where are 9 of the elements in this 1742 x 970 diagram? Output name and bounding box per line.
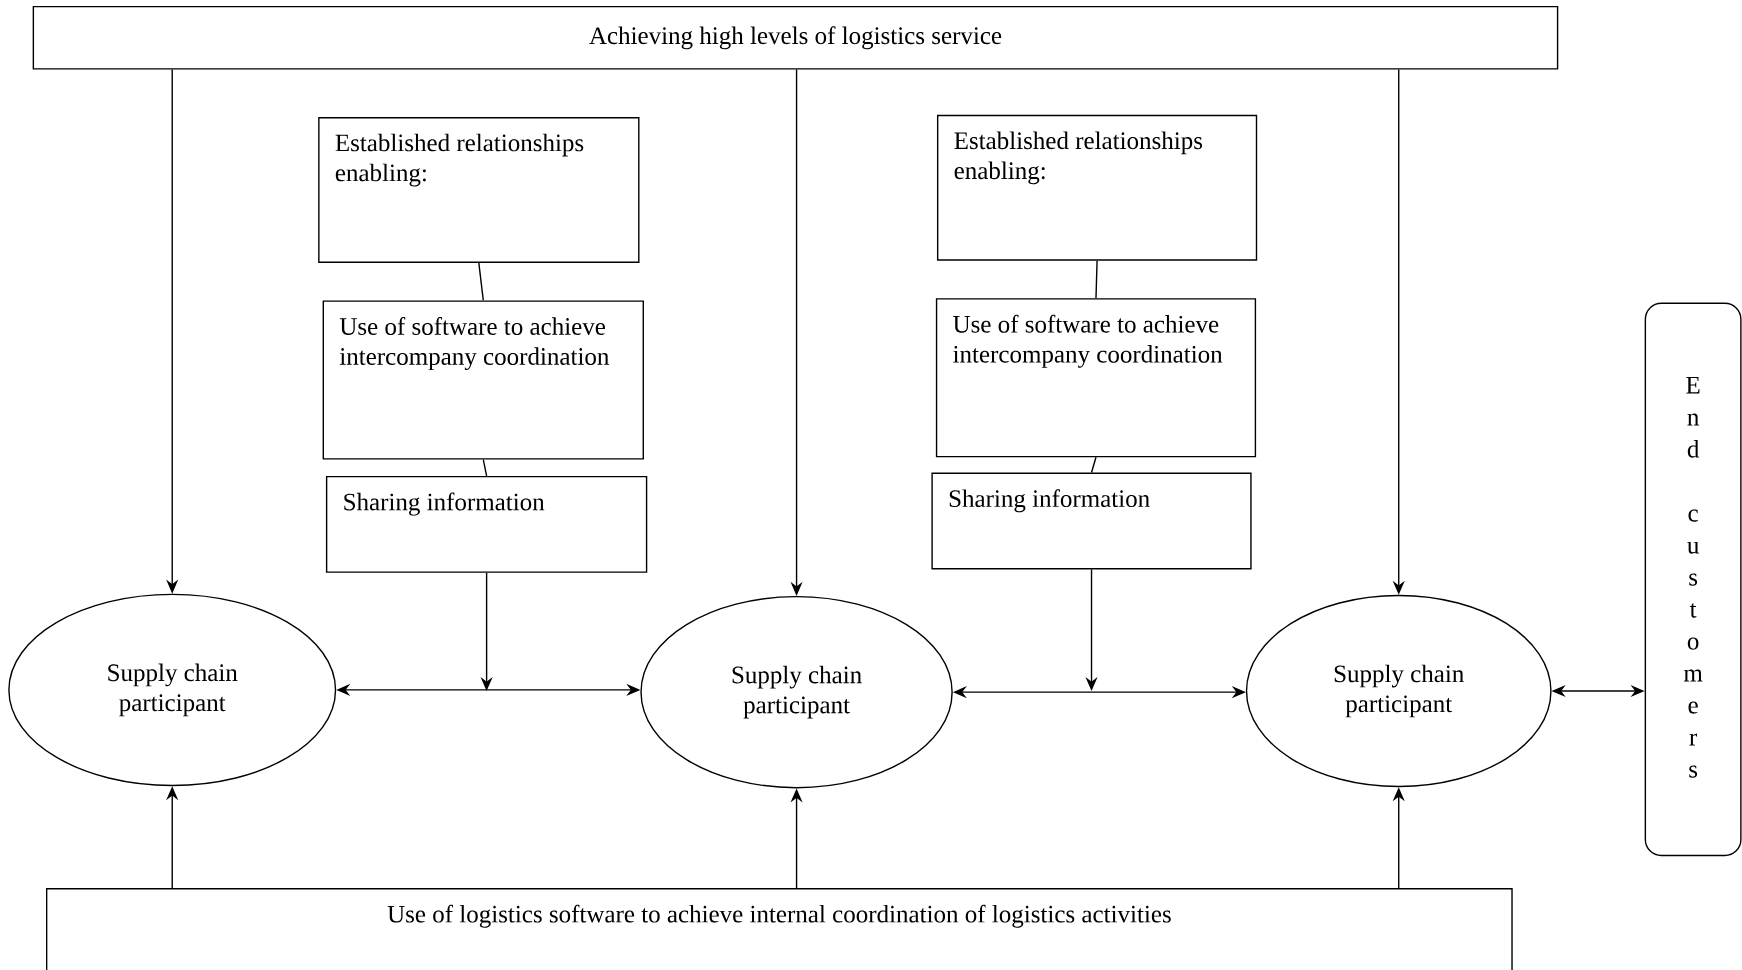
text-box: Use of software to achieve intercompany coordination [322,300,644,460]
text-box: Established relationships enabling: [318,117,640,263]
text-box: Sharing information [325,475,648,573]
text-box: Use of logistics software to achieve internal coordination of logistics activities [45,888,1513,970]
text-box: Achieving high levels of logistics service [32,5,1559,70]
text-box: Established relationships enabling: [936,114,1258,261]
end-customers-box: End customers [1644,302,1742,857]
text-box: Sharing information [931,472,1252,570]
text-box: Use of software to achieve intercompany coordination [935,298,1257,458]
